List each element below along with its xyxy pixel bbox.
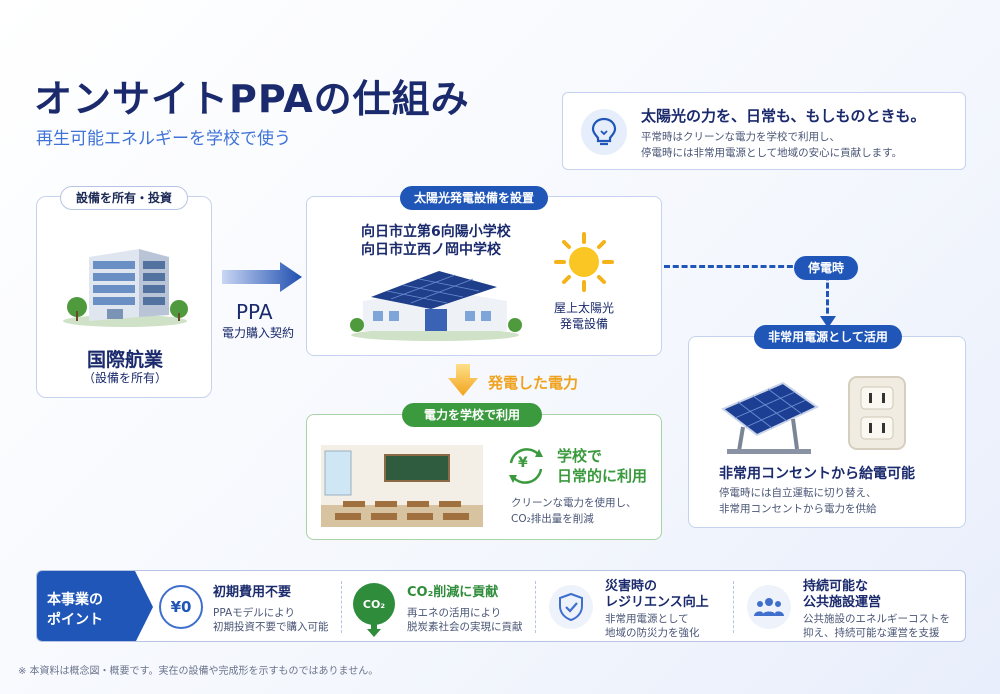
generated-label: 発電した電力 [488,374,579,392]
info-heading: 太陽光の力を、日常も、もしものときも。 [641,107,926,125]
install-card: 向日市立第6向陽小学校 向日市立西ノ岡中学校 屋上太陽光 発電設備 [306,196,662,356]
use-card: ¥ 学校で 日常的に利用 クリーンな電力を使用し、 CO₂排出量を削減 [306,414,662,540]
point-2-line-1: 再エネの活用により [407,607,502,619]
use-heading-2: 日常的に利用 [557,467,648,485]
emergency-card: 非常用コンセントから給電可能 停電時には自立運転に切り替え、 非常用コンセントか… [688,336,966,528]
point-1-title: 初期費用不要 [213,585,292,600]
yen-zero-icon: ¥0 [159,585,203,629]
owner-card: 国際航業 （設備を所有） [36,196,212,398]
points-label-1: 本事業の [47,592,103,608]
point-4-line-1: 公共施設のエネルギーコストを [803,613,950,625]
owner-pill: 設備を所有・投資 [60,186,188,210]
use-line-1: クリーンな電力を使用し、 [511,497,637,509]
owner-name: 国際航業 [86,349,163,371]
solar-panel-icon [721,381,819,454]
yen-cycle-icon [509,448,543,484]
info-line-2: 停電時には非常用電源として地域の安心に貢献します。 [641,147,903,159]
install-pill: 太陽光発電設備を設置 [400,186,548,210]
use-heading-1: 学校で [557,447,603,465]
point-3-line-2: 地域の防災力を強化 [605,627,700,639]
co2-text: CO₂ [362,597,386,611]
point-4-title-1: 持続可能な [803,579,869,594]
arrow-right-icon [222,262,302,292]
footer-note: ※ 本資料は概念図・概要です。実在の設備や完成形を示すものではありません。 [18,666,379,677]
points-label-arrow [135,571,153,641]
owner-sub: （設備を所有） [82,371,167,385]
use-line-2: CO₂排出量を削減 [511,513,594,525]
point-3-title-1: 災害時の [605,579,658,594]
people-icon [747,585,791,629]
yen-symbol: ¥ [518,455,528,471]
arrow-down-icon [448,364,478,396]
ppa-sub: 電力購入契約 [222,326,295,340]
emergency-heading: 非常用コンセントから給電可能 [719,466,915,482]
page-title: オンサイトPPAの仕組み [34,77,470,121]
info-line-1: 平常時はクリーンな電力を学校で利用し、 [641,131,840,143]
shield-check-icon [549,585,593,629]
outage-connector-h [664,265,828,268]
school-name-2: 向日市立西ノ岡中学校 [361,242,501,258]
co2-reduction-icon: CO₂ [353,583,395,625]
rooftop-label-1: 屋上太陽光 [553,301,614,315]
points-divider-2 [535,581,536,633]
points-label-2: ポイント [47,612,103,628]
point-4-line-2: 抑え、持続可能な運営を支援 [803,627,940,639]
info-box: 太陽光の力を、日常も、もしものときも。 平常時はクリーンな電力を学校で利用し、 … [562,92,966,170]
down-arrow-co2-icon [367,623,381,637]
use-pill: 電力を学校で利用 [402,403,542,427]
arrow-down-small-icon [820,316,836,328]
lightbulb-icon [581,109,627,155]
point-3-title-2: レジリエンス向上 [605,595,709,610]
point-2-title: CO₂削減に貢献 [407,585,499,600]
yen-zero-text: ¥0 [170,598,192,616]
point-4-title-2: 公共施設運営 [803,595,882,610]
school-solar-icon [350,271,522,341]
emergency-line-1: 停電時には自立運転に切り替え、 [719,487,877,499]
point-1-line-2: 初期投資不要で購入可能 [213,621,329,633]
emergency-pill: 非常用電源として活用 [754,325,902,349]
point-2-line-2: 脱炭素社会の実現に貢献 [407,621,523,633]
outage-connector-v [826,266,829,322]
emergency-line-2: 非常用コンセントから電力を供給 [719,503,877,515]
rooftop-label-2: 発電設備 [559,317,608,331]
school-name-1: 向日市立第6向陽小学校 [361,224,511,240]
points-divider-1 [341,581,342,633]
points-label-block [37,571,135,641]
points-divider-3 [733,581,734,633]
points-bar: 本事業の ポイント ¥0 初期費用不要 PPAモデルにより 初期投資不要で購入可… [36,570,966,642]
classroom-icon [321,445,483,527]
power-outlet-icon [848,376,906,450]
point-1-line-1: PPAモデルにより [213,607,295,619]
point-3-line-1: 非常用電源として [605,613,689,625]
ppa-label: PPA [236,300,273,324]
office-building-icon [63,249,188,327]
sun-icon [554,232,614,292]
outage-pill: 停電時 [794,256,858,280]
page-subtitle: 再生可能エネルギーを学校で使う [36,129,291,149]
